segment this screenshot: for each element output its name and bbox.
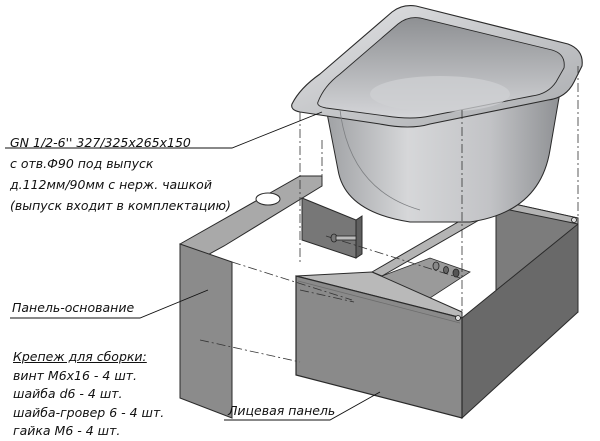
leader-lines — [5, 111, 381, 421]
fastener-list-title: Крепеж для сборки: — [13, 349, 147, 364]
fastener-item: гайка М6 - 4 шт. — [13, 423, 121, 438]
front-panel — [295, 275, 463, 419]
fastener-list: Крепеж для сборки: винт М6х16 - 4 шт. ша… — [13, 348, 164, 441]
right-frame — [295, 199, 579, 420]
assembly-axes — [199, 66, 579, 363]
fastener-item: винт М6х16 - 4 шт. — [13, 367, 138, 383]
spring-washer-icon — [443, 266, 449, 274]
nut-icon — [452, 268, 460, 278]
hole-spec-label: с отв.Ф90 под выпуск — [10, 156, 154, 171]
rear-bracket — [301, 197, 357, 259]
leader-base-panel — [10, 289, 209, 319]
base-panel-left-face — [179, 243, 233, 419]
leader-front-panel — [224, 391, 381, 421]
washer-icon — [432, 261, 440, 271]
gn-spec-label: GN 1/2-6'' 327/325x265x150 — [10, 135, 191, 150]
base-panel-label: Панель-основание — [12, 300, 135, 315]
front-panel-label: Лицевая панель — [228, 403, 336, 418]
fastener-item: шайба d6 - 4 шт. — [13, 386, 123, 401]
screw-icon — [571, 217, 577, 223]
front-panel-face — [295, 275, 463, 419]
fastener-item: шайба-гровер 6 - 4 шт. — [13, 404, 165, 420]
outlet-note-label: (выпуск входит в комплектацию) — [10, 198, 231, 213]
screw-icon — [455, 315, 461, 321]
leader-tank — [5, 111, 323, 149]
tank-callout: GN 1/2-6'' 327/325x265x150 с отв.Ф90 под… — [10, 132, 231, 216]
base-panel — [179, 175, 363, 419]
gastronorm-tank — [291, 5, 583, 223]
rear-bracket-edge — [355, 215, 363, 259]
outlet-hole — [255, 192, 281, 206]
fastener-set — [330, 217, 577, 321]
bowl-spec-label: д.112мм/90мм с нерж. чашкой — [10, 177, 212, 192]
